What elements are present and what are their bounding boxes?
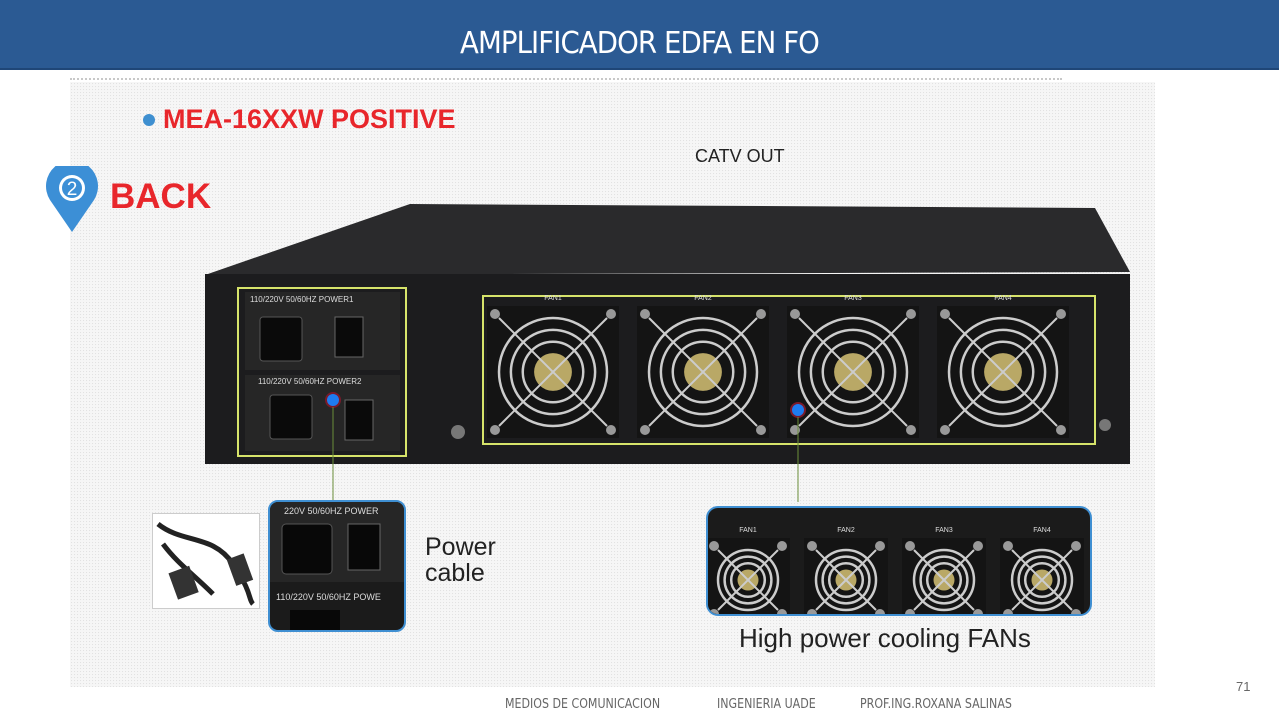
fan-label: FAN4: [994, 295, 1012, 302]
model-heading: MEA-16XXW POSITIVE: [143, 104, 456, 135]
back-label: BACK: [110, 177, 212, 216]
power2-label: 110/220V 50/60HZ POWER2: [258, 377, 362, 386]
back-badge: 2 BACK: [44, 166, 211, 234]
footer-author: PROF.ING.ROXANA SALINAS: [860, 697, 1012, 712]
slide-title: AMPLIFICADOR EDFA EN FO: [460, 26, 820, 61]
fan: FAN2: [804, 527, 888, 614]
fan-label: FAN1: [739, 527, 757, 534]
fan-label: FAN2: [694, 295, 712, 302]
fan: FAN2: [637, 295, 769, 438]
location-pin-icon: 2: [46, 166, 98, 232]
caption-line-2: cable: [425, 559, 485, 587]
badge-number: 2: [67, 179, 78, 200]
fan: FAN3: [902, 527, 986, 614]
amplifier-rear-panel: 110/220V 50/60HZ POWER1 110/220V 50/60HZ…: [205, 204, 1130, 502]
page-number: 71: [1236, 679, 1251, 694]
catv-out-label: CATV OUT: [695, 146, 785, 166]
power-cable-photo: [152, 513, 260, 609]
bullet-icon: [143, 113, 155, 126]
power-socket-closeup: 220V 50/60HZ POWER 110/220V 50/60HZ POWE: [268, 500, 406, 632]
title-bar: AMPLIFICADOR EDFA EN FO: [0, 0, 1279, 70]
model-name: MEA-16XXW POSITIVE: [163, 104, 456, 134]
divider: [70, 78, 1062, 80]
fan-label: FAN1: [544, 295, 562, 302]
fan: FAN1: [708, 527, 790, 614]
svg-text:110/220V 50/60HZ POWE: 110/220V 50/60HZ POWE: [276, 592, 381, 602]
fan-label: FAN4: [1033, 527, 1051, 534]
fan-label: FAN2: [837, 527, 855, 534]
fan-label: FAN3: [844, 295, 862, 302]
fan: FAN1: [487, 295, 619, 438]
footer-school: INGENIERIA UADE: [717, 697, 816, 712]
fans-closeup: FAN1 FAN2 FAN3 FAN4: [706, 506, 1092, 616]
svg-text:220V 50/60HZ POWER: 220V 50/60HZ POWER: [284, 506, 379, 516]
caption-line-1: Power: [425, 533, 496, 561]
power1-label: 110/220V 50/60HZ POWER1: [250, 295, 354, 304]
fan: FAN3: [787, 295, 919, 438]
fan-label: FAN3: [935, 527, 953, 534]
fan: FAN4: [1000, 527, 1084, 614]
fans-caption: High power cooling FANs: [739, 623, 1031, 653]
footer-course: MEDIOS DE COMUNICACION: [505, 697, 661, 712]
fan: FAN4: [937, 295, 1069, 438]
